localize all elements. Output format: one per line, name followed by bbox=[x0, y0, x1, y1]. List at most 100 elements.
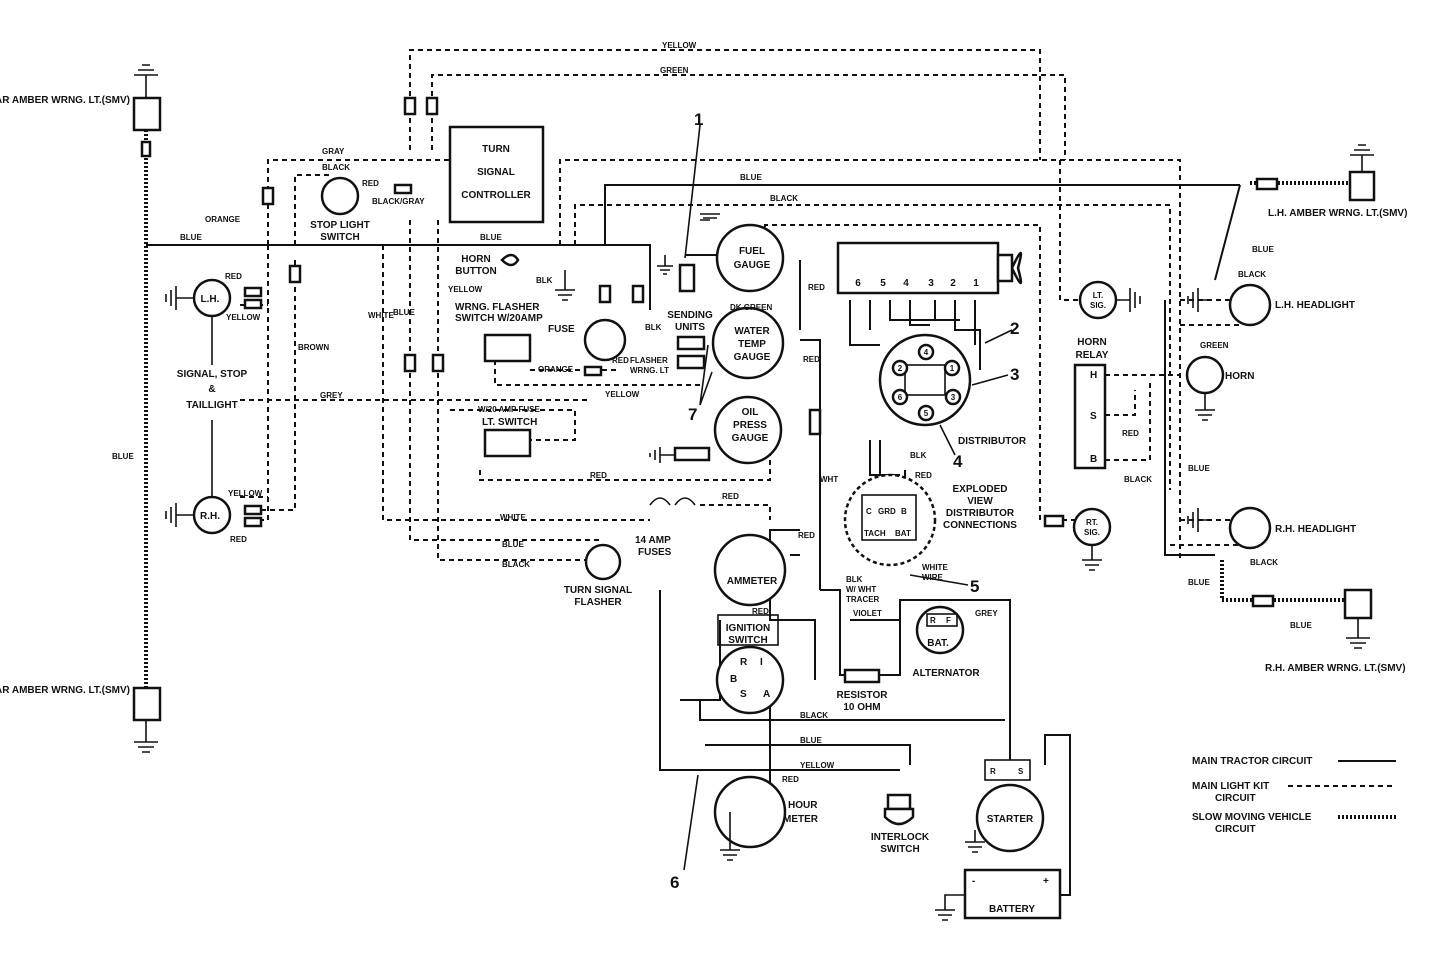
fuel-gauge: FUEL GAUGE bbox=[715, 223, 785, 293]
wire-label-red-ign: RED bbox=[752, 607, 769, 616]
turn-signal-controller-label-2: SIGNAL bbox=[477, 167, 515, 178]
ground-icon bbox=[720, 812, 740, 861]
tach-term-grd: GRD bbox=[878, 507, 896, 516]
ignition-label-2: SWITCH bbox=[728, 635, 767, 646]
legend-light-kit-label-1: MAIN LIGHT KIT bbox=[1192, 781, 1269, 792]
battery: - + BATTERY bbox=[935, 868, 1062, 921]
stop-light-switch-label-2: SWITCH bbox=[320, 232, 359, 243]
wire-label-dk-green: DK GREEN bbox=[730, 303, 772, 312]
horn-button-label-1: HORN bbox=[461, 254, 490, 265]
wire-label-blk-tracer-3: TRACER bbox=[846, 595, 880, 604]
exploded-label-1: EXPLODED bbox=[952, 484, 1007, 495]
ignition-term-r: R bbox=[740, 657, 748, 668]
wire-label-blue-flasher: BLUE bbox=[502, 540, 524, 549]
alt-term-f: F bbox=[946, 616, 951, 625]
fuses-label-1: 14 AMP bbox=[635, 535, 671, 546]
resistor-label-2: 10 OHM bbox=[843, 702, 880, 713]
tach-term-b: B bbox=[901, 507, 907, 516]
ground-icon bbox=[1195, 393, 1215, 421]
wire-blue-main bbox=[146, 244, 651, 310]
lh-rear-amber-label: L.H. REAR AMBER WRNG. LT.(SMV) bbox=[0, 95, 130, 106]
lh-rear-amber-light: L.H. REAR AMBER WRNG. LT.(SMV) bbox=[0, 64, 162, 132]
wire-label-blk-dist: BLK bbox=[910, 451, 927, 460]
lh-amber-wrng-light: L.H. AMBER WRNG. LT.(SMV) bbox=[1268, 144, 1407, 219]
ground-icon bbox=[1082, 545, 1102, 571]
water-temp-gauge: WATER TEMP GAUGE bbox=[711, 306, 785, 380]
exploded-view: C GRD B TACH BAT EXPLODED VIEW DISTRIBUT… bbox=[843, 473, 1017, 582]
callouts: 1 2 3 4 5 6 7 bbox=[670, 110, 1019, 892]
horn: HORN bbox=[1185, 355, 1254, 421]
legend-smv-label-1: SLOW MOVING VEHICLE bbox=[1192, 812, 1312, 823]
alternator-label: ALTERNATOR bbox=[912, 668, 980, 679]
wire-label-blue-rh-amber: BLUE bbox=[1290, 621, 1312, 630]
wrng-flasher-label-2: SWITCH W/20AMP bbox=[455, 313, 543, 324]
wire-label-orange: ORANGE bbox=[205, 215, 241, 224]
wire-label-black-rh-head: BLACK bbox=[1250, 558, 1278, 567]
wire-blue-bottom bbox=[705, 744, 911, 765]
dist-terminal-4: 4 bbox=[924, 348, 929, 357]
fuses-label-2: FUSES bbox=[638, 547, 672, 558]
ground-icon bbox=[1116, 288, 1141, 312]
ground-icon bbox=[165, 286, 194, 310]
ground-icon bbox=[700, 213, 720, 221]
exploded-label-2: VIEW bbox=[967, 496, 993, 507]
turn-signal-controller: TURN SIGNAL CONTROLLER bbox=[448, 125, 545, 224]
hour-meter-label-1: HOUR bbox=[788, 800, 818, 811]
ground-icon bbox=[1187, 508, 1210, 532]
turn-signal-controller-label-1: TURN bbox=[482, 144, 510, 155]
wire-label-yellow-rh: YELLOW bbox=[228, 489, 263, 498]
dist-terminal-2: 2 bbox=[898, 364, 903, 373]
wire-gray-top bbox=[267, 159, 450, 245]
sending-units-label-2: UNITS bbox=[675, 322, 705, 333]
cylinder-3: 3 bbox=[928, 278, 934, 289]
alternator: R F BAT. ALTERNATOR bbox=[912, 605, 980, 679]
wire-label-red-hour: RED bbox=[782, 775, 799, 784]
wire-label-green-top: GREEN bbox=[660, 66, 689, 75]
wire-label-yellow-lh: YELLOW bbox=[226, 313, 261, 322]
wire-label-black-lh-head: BLACK bbox=[1238, 270, 1266, 279]
wire-black-right bbox=[574, 204, 1171, 490]
wire-label-red-flasher: RED bbox=[612, 356, 629, 365]
callout-7: 7 bbox=[688, 405, 697, 424]
smv-wire-rh-amber bbox=[1220, 560, 1345, 602]
wire-label-orange-flasher: ORANGE bbox=[538, 365, 574, 374]
ground-icon bbox=[134, 64, 158, 98]
interlock-label-2: SWITCH bbox=[880, 844, 919, 855]
white-wire-label-1: WHITE bbox=[922, 563, 948, 572]
dist-terminal-3: 3 bbox=[951, 393, 956, 402]
dist-terminal-5: 5 bbox=[924, 409, 929, 418]
battery-label: BATTERY bbox=[989, 904, 1035, 915]
battery-neg: - bbox=[972, 876, 975, 887]
wire-label-red-gauge: RED bbox=[808, 283, 825, 292]
wire-black-bottom bbox=[699, 700, 1005, 721]
signal-stop-label-2: & bbox=[208, 384, 215, 395]
callout-5: 5 bbox=[970, 577, 979, 596]
signal-stop-label-1: SIGNAL, STOP bbox=[177, 369, 248, 380]
ammeter: AMMETER bbox=[713, 533, 787, 607]
wire-blue-left bbox=[409, 220, 600, 541]
wire-label-black-gray: BLACK/GRAY bbox=[372, 197, 425, 206]
interlock-label-1: INTERLOCK bbox=[871, 832, 930, 843]
cylinder-2: 2 bbox=[950, 278, 956, 289]
rh-tail-lamp: R.H. bbox=[165, 495, 232, 535]
legend-main-tractor-label: MAIN TRACTOR CIRCUIT bbox=[1192, 756, 1312, 767]
wire-horn-main bbox=[1164, 300, 1215, 556]
wire-label-grey-alt: GREY bbox=[975, 609, 998, 618]
callout-1: 1 bbox=[694, 110, 703, 129]
wire-label-blk-horn: BLK bbox=[536, 276, 553, 285]
turn-signal-flasher: TURN SIGNAL FLASHER bbox=[564, 543, 632, 608]
white-wire-label-2: WIRE bbox=[922, 573, 944, 582]
wire-horn-relay-b bbox=[1105, 380, 1151, 461]
cylinder-1: 1 bbox=[973, 278, 979, 289]
wire-label-blue-relay: BLUE bbox=[1188, 464, 1210, 473]
rh-rear-amber-light: R.H. REAR AMBER WRNG. LT.(SMV) bbox=[0, 685, 162, 753]
flasher-wrng-label-2: WRNG. LT bbox=[630, 366, 669, 375]
cylinder-6: 6 bbox=[855, 278, 861, 289]
wire-yellow-left bbox=[437, 220, 590, 561]
wire-label-green-horn: GREEN bbox=[1200, 341, 1229, 350]
legend-smv-label-2: CIRCUIT bbox=[1215, 824, 1256, 835]
turn-flasher-label-1: TURN SIGNAL bbox=[564, 585, 632, 596]
oil-press-label-2: PRESS bbox=[733, 420, 767, 431]
rh-amber-wrng-label: R.H. AMBER WRNG. LT.(SMV) bbox=[1265, 663, 1406, 674]
